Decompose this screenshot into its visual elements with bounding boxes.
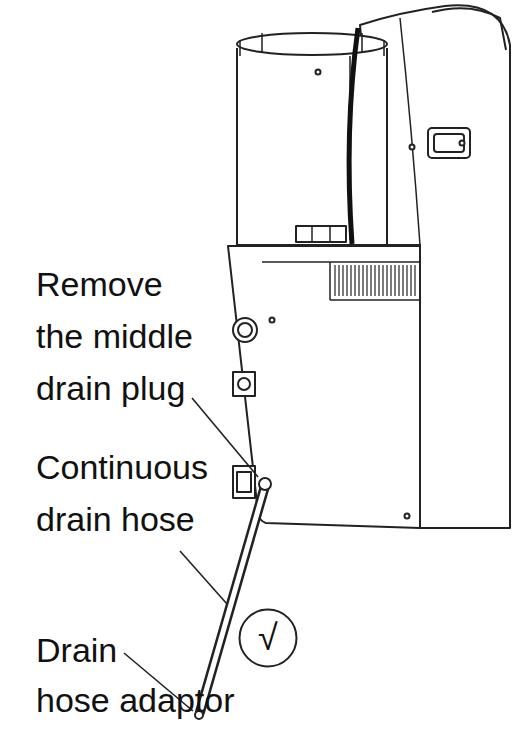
housing-edge bbox=[262, 261, 420, 263]
part-label: Continuous drain hose bbox=[36, 441, 221, 545]
leader-line bbox=[180, 551, 227, 604]
grille-slat bbox=[334, 265, 335, 296]
panel-edge bbox=[400, 18, 420, 245]
drain-hose-inner bbox=[200, 486, 265, 712]
port-inner bbox=[238, 323, 252, 337]
grille-slat bbox=[386, 265, 387, 296]
grille-slat bbox=[402, 265, 403, 296]
grille-slat bbox=[398, 265, 399, 296]
label-text: Remove the middle drain plug bbox=[36, 265, 193, 407]
label-text: Drain hose adaptor bbox=[36, 631, 235, 719]
cylinder-rim bbox=[237, 33, 387, 55]
grille-slat bbox=[406, 265, 407, 296]
screw bbox=[460, 141, 465, 146]
screw bbox=[270, 318, 275, 323]
grille-slat bbox=[358, 265, 359, 296]
grille-slat bbox=[342, 265, 343, 296]
port bbox=[233, 318, 257, 342]
housing-edge bbox=[329, 262, 331, 300]
drain-outlet-inner bbox=[237, 472, 251, 492]
grille-slat bbox=[378, 265, 379, 296]
check-mark: √ bbox=[258, 620, 278, 656]
grille-slat bbox=[370, 265, 371, 296]
side-band bbox=[349, 28, 358, 244]
part-label: Drain hose adaptor bbox=[36, 625, 251, 725]
check-circle: √ bbox=[238, 608, 298, 668]
grille-slat bbox=[414, 265, 415, 296]
socket-inner bbox=[238, 378, 250, 390]
rim-clips bbox=[240, 33, 384, 56]
grille-slat bbox=[350, 265, 351, 296]
vent-grille bbox=[335, 265, 415, 296]
handle-inner bbox=[434, 134, 464, 152]
grille-slat bbox=[374, 265, 375, 296]
top-grille-edge bbox=[432, 8, 506, 50]
stand-line bbox=[311, 226, 313, 242]
drain-outlet bbox=[233, 466, 255, 498]
drain-hose bbox=[200, 486, 265, 712]
grille-slat bbox=[362, 265, 363, 296]
part-label: Remove the middle drain plug bbox=[36, 258, 201, 414]
housing-edge bbox=[330, 299, 420, 301]
lower-housing bbox=[228, 246, 420, 528]
stand-line bbox=[329, 226, 331, 242]
socket bbox=[233, 372, 255, 396]
drain-plug bbox=[259, 478, 271, 490]
label-text: Continuous drain hose bbox=[36, 448, 208, 538]
screw bbox=[405, 514, 410, 519]
handle bbox=[428, 128, 470, 158]
grille-slat bbox=[394, 265, 395, 296]
grille-slat bbox=[390, 265, 391, 296]
grille-slat bbox=[346, 265, 347, 296]
grille-slat bbox=[382, 265, 383, 296]
grille-slat bbox=[366, 265, 367, 296]
screw bbox=[410, 145, 415, 150]
wrap-spacer bbox=[141, 625, 251, 665]
grille-slat bbox=[338, 265, 339, 296]
circle-shape bbox=[240, 610, 297, 667]
screw bbox=[316, 70, 321, 75]
grille-slat bbox=[354, 265, 355, 296]
grille-slat bbox=[410, 265, 411, 296]
cylinder-stand bbox=[296, 226, 346, 242]
exhaust-cylinder bbox=[237, 48, 387, 245]
